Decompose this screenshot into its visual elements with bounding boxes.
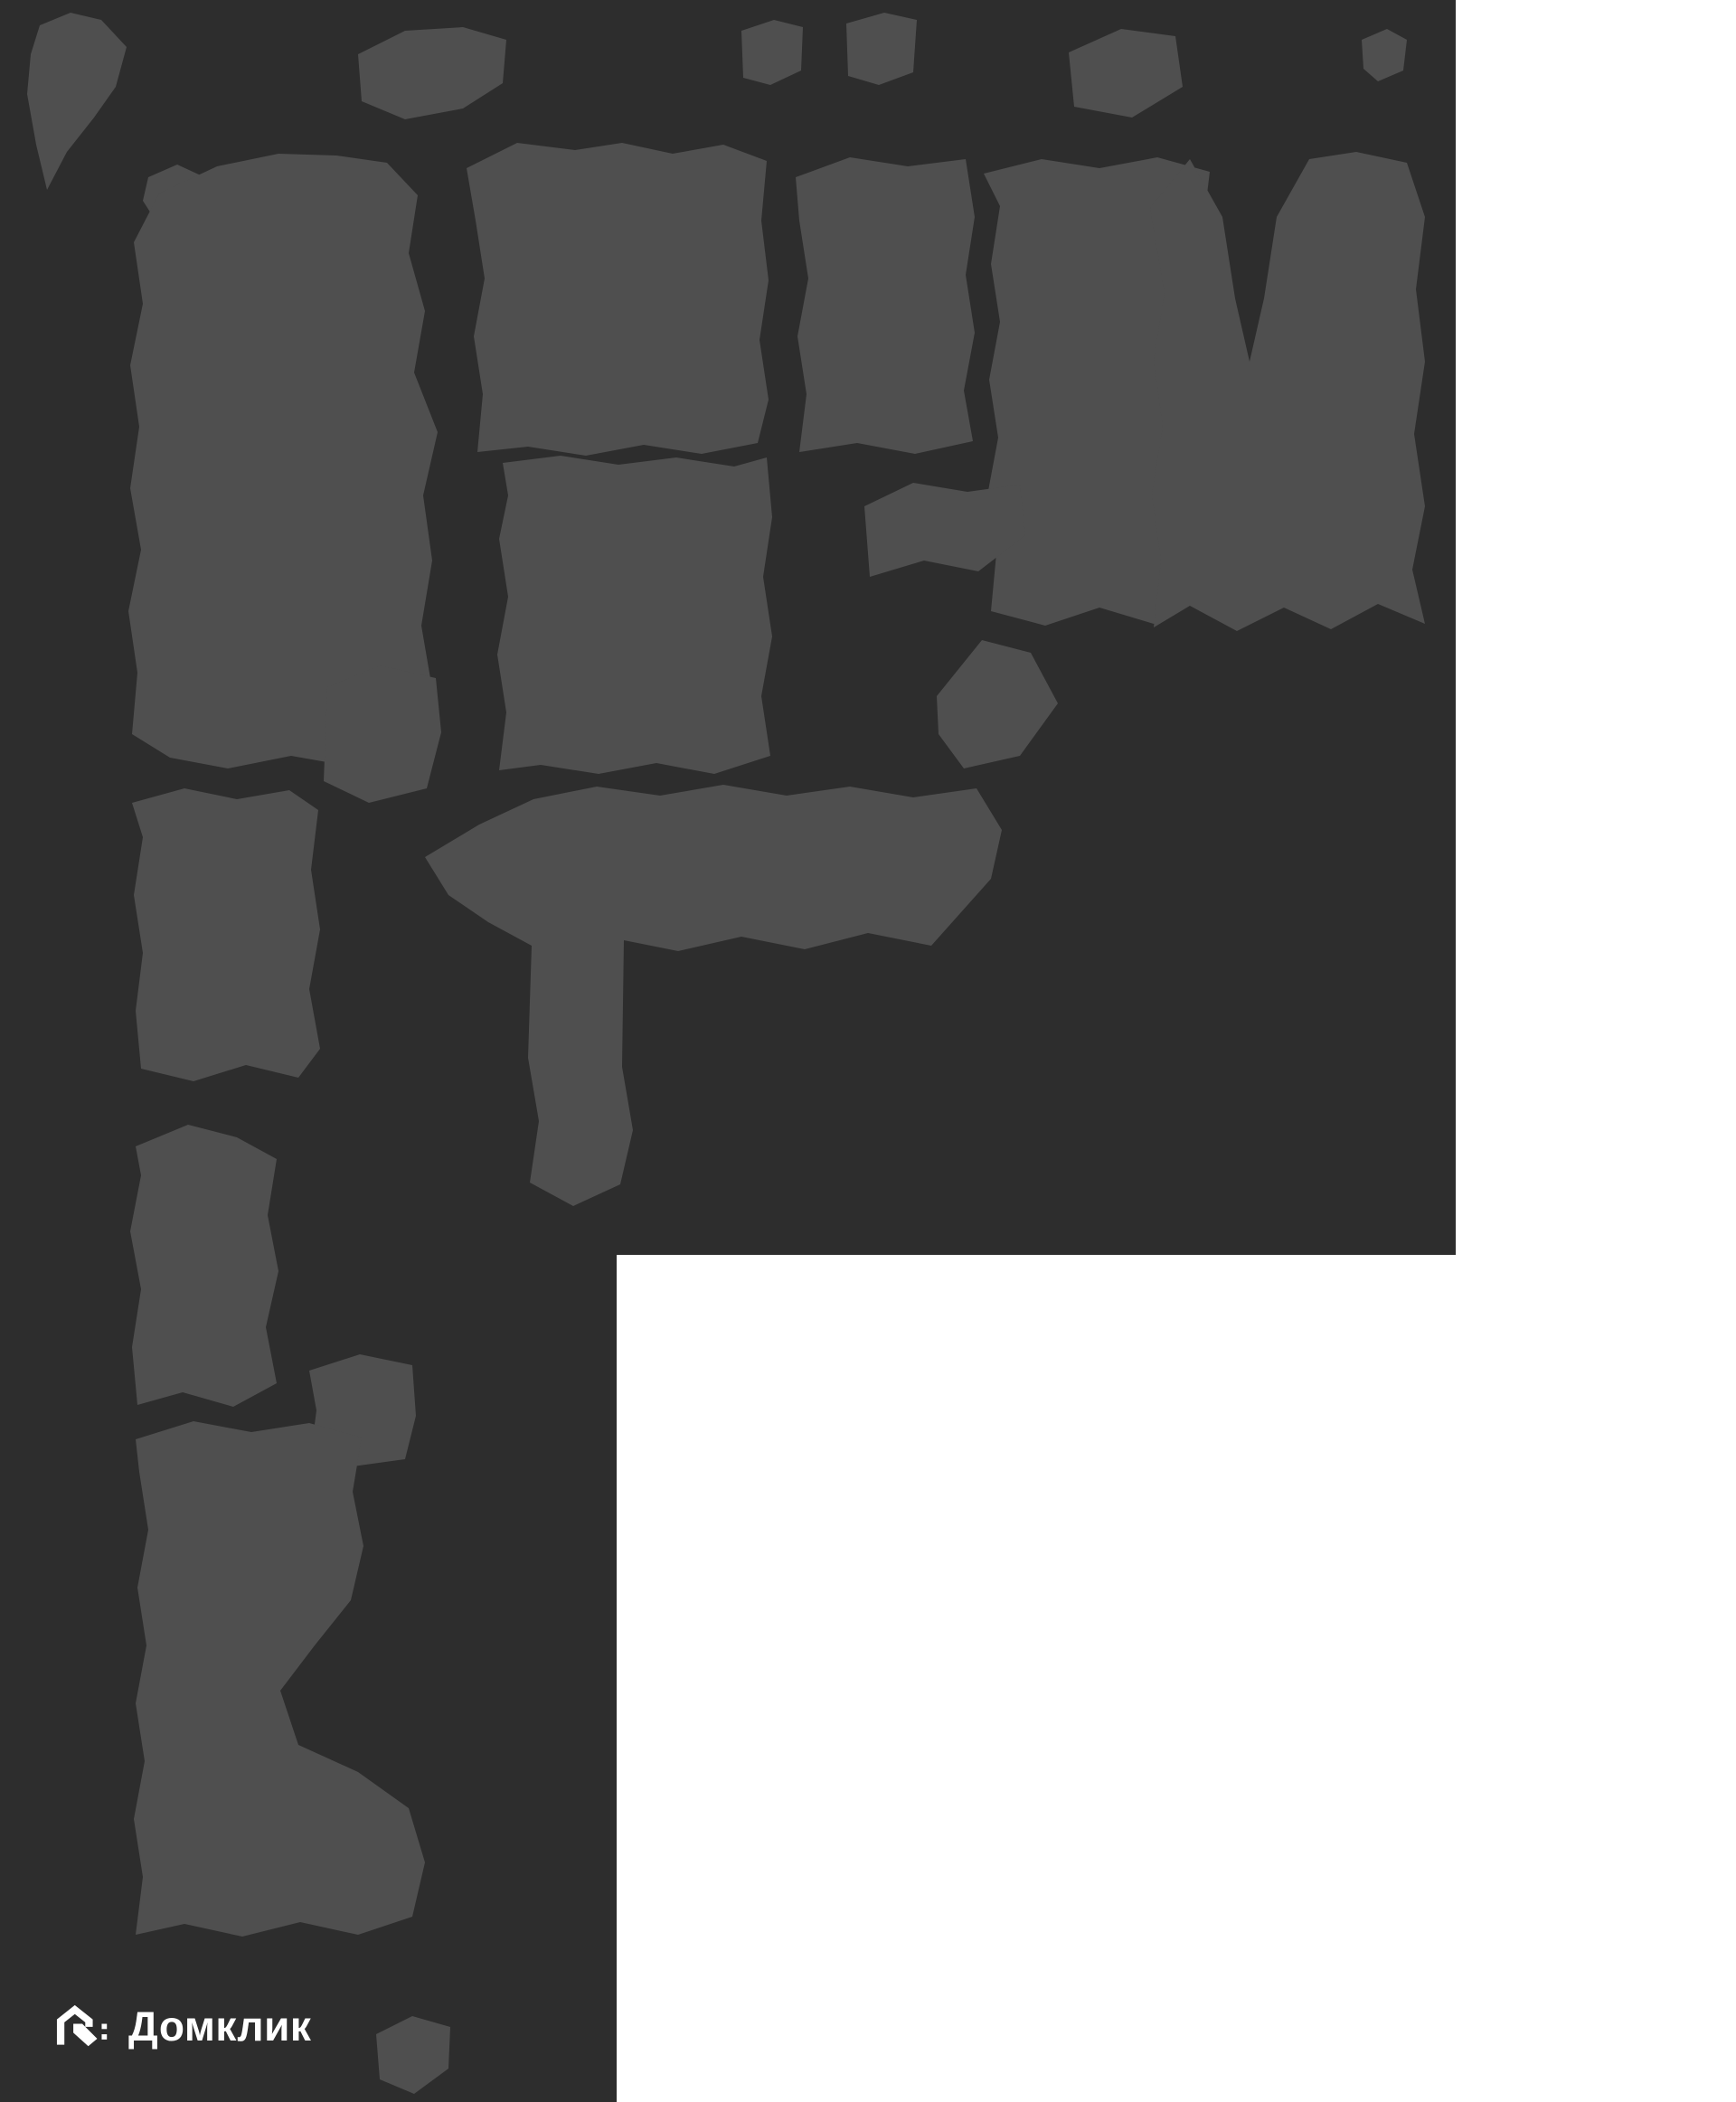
colon-dot-bottom [101, 2034, 108, 2040]
left-center-connector-blob [324, 665, 441, 803]
center-top-room-blob [467, 143, 769, 456]
top-corner-blob [1362, 29, 1407, 81]
key-arrow-shape [73, 2023, 98, 2047]
center-mid-room-blob [497, 456, 772, 774]
center-block-room-blob [796, 157, 975, 454]
domclick-house-icon [56, 2004, 108, 2047]
dark-region-1 [0, 1253, 617, 2102]
center-band-room-blob [425, 785, 1002, 1206]
domclick-logo: Домклик [52, 1996, 311, 2056]
left-mid-column-blob [132, 788, 320, 1081]
room-blobs-layer [27, 13, 1425, 2094]
bottom-tiny-blob [376, 2016, 450, 2094]
top-bar-left-blob [358, 27, 506, 119]
top-small-blob-1 [741, 20, 803, 85]
top-small-blob-2 [846, 13, 917, 85]
mid-small-blob [864, 483, 1025, 577]
logo-wordmark: Домклик [128, 2003, 312, 2050]
colon-dot-top [101, 2023, 108, 2030]
house-outline-shape [56, 2004, 93, 2045]
far-right-m-room-blob [1150, 152, 1425, 631]
top-right-bar-blob [1069, 29, 1183, 118]
top-left-small-blob [27, 13, 127, 190]
bottom-left-tall-room-blob [134, 1421, 425, 1937]
left-lower-room-blob [130, 1125, 278, 1407]
mid-diamond-blob [937, 640, 1058, 768]
left-large-room-blob [128, 154, 438, 768]
